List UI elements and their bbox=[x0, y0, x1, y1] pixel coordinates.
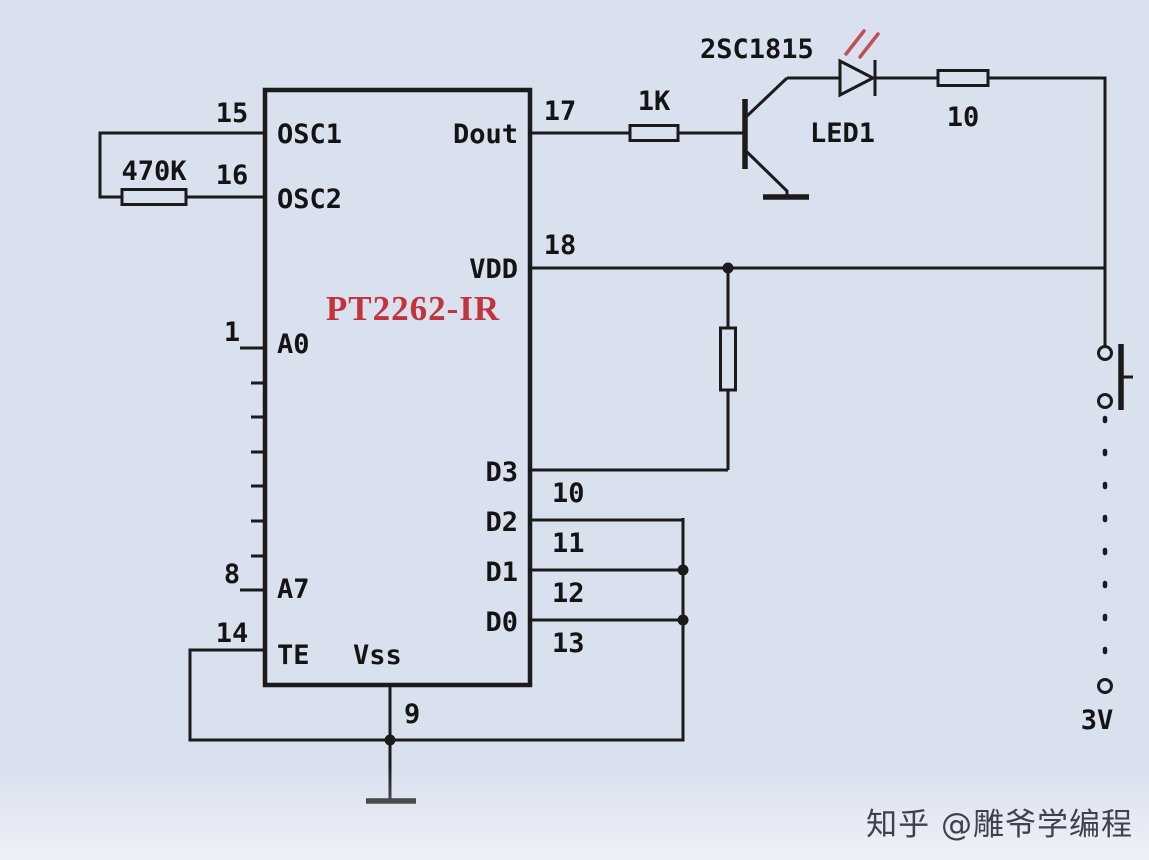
pin-number-12: 12 bbox=[552, 578, 585, 609]
pin-number-1: 1 bbox=[224, 317, 240, 348]
push-button-switch bbox=[1097, 344, 1133, 410]
pin-number-16: 16 bbox=[216, 160, 249, 191]
pin-name-d1: D1 bbox=[485, 557, 518, 588]
ic-body bbox=[262, 87, 533, 688]
transistor-emitter bbox=[745, 150, 789, 195]
wire-te-ground-bus bbox=[188, 518, 685, 742]
pin-name-te: TE bbox=[277, 640, 310, 671]
led-emission-rays bbox=[844, 29, 880, 59]
ic-pt2262: PT2262-IR OSC1 OSC2 Dout VDD A0 A7 TE Vs… bbox=[262, 87, 533, 688]
resistor-1k-body bbox=[628, 124, 680, 142]
switch-terminal-bottom bbox=[1097, 393, 1113, 409]
junction-d0-bus bbox=[677, 614, 689, 626]
pin-name-vdd: VDD bbox=[469, 254, 518, 285]
junction-dots bbox=[384, 262, 734, 746]
wire-osc-loop bbox=[98, 131, 265, 199]
resistor-1k-label: 1K bbox=[638, 86, 671, 117]
transistor-label: 2SC1815 bbox=[700, 34, 814, 65]
battery-terminal: 3V bbox=[1081, 678, 1114, 736]
resistor-470k-body bbox=[120, 188, 188, 206]
resistor-pullup-body bbox=[719, 326, 737, 392]
pin-name-d2: D2 bbox=[485, 507, 518, 538]
wires bbox=[98, 76, 1108, 800]
resistor-10: 10 bbox=[936, 69, 990, 133]
resistor-470k: 470K bbox=[120, 156, 188, 206]
junction-vdd-branch bbox=[722, 262, 734, 274]
pin-name-a7: A7 bbox=[277, 574, 310, 605]
battery-terminal-circle bbox=[1097, 678, 1113, 694]
pin-numbers: 15 16 1 8 14 9 17 18 10 11 12 13 bbox=[216, 96, 585, 730]
pin-number-8: 8 bbox=[224, 559, 240, 590]
switch-terminal-top bbox=[1097, 345, 1113, 361]
battery-voltage-label: 3V bbox=[1081, 705, 1114, 736]
resistor-pullup bbox=[719, 326, 737, 392]
pin-name-d0: D0 bbox=[485, 607, 518, 638]
wire-pin-ticks bbox=[251, 381, 265, 558]
pin-number-10: 10 bbox=[552, 478, 585, 509]
transistor-2sc1815: 2SC1815 bbox=[700, 34, 814, 200]
pin-number-14: 14 bbox=[216, 618, 249, 649]
junction-vss-bus bbox=[384, 734, 396, 746]
pin-number-13: 13 bbox=[552, 628, 585, 659]
pin-number-17: 17 bbox=[544, 96, 577, 127]
ic-part-label: PT2262-IR bbox=[326, 289, 500, 328]
resistor-10-body bbox=[936, 69, 990, 87]
pin-number-15: 15 bbox=[216, 98, 249, 129]
pin-name-osc2: OSC2 bbox=[277, 184, 342, 215]
watermark: 知乎 @雕爷学编程 bbox=[866, 807, 1133, 843]
pin-number-11: 11 bbox=[552, 528, 585, 559]
pin-name-a0: A0 bbox=[277, 329, 310, 360]
junction-d1-bus bbox=[677, 564, 689, 576]
transistor-collector bbox=[745, 76, 789, 118]
pin-name-vss: Vss bbox=[353, 640, 402, 671]
resistor-10-label: 10 bbox=[947, 102, 980, 133]
pin-number-9: 9 bbox=[404, 699, 420, 730]
pin-name-dout: Dout bbox=[453, 119, 518, 150]
wire-led-top bbox=[787, 76, 1107, 346]
led1: LED1 bbox=[810, 29, 880, 149]
led-label: LED1 bbox=[810, 118, 875, 149]
resistor-1k: 1K bbox=[628, 86, 680, 142]
led-triangle bbox=[838, 58, 877, 98]
pin-name-d3: D3 bbox=[485, 457, 518, 488]
pin-number-18: 18 bbox=[544, 230, 577, 261]
pin-name-osc1: OSC1 bbox=[277, 119, 342, 150]
resistor-470k-label: 470K bbox=[121, 156, 187, 187]
